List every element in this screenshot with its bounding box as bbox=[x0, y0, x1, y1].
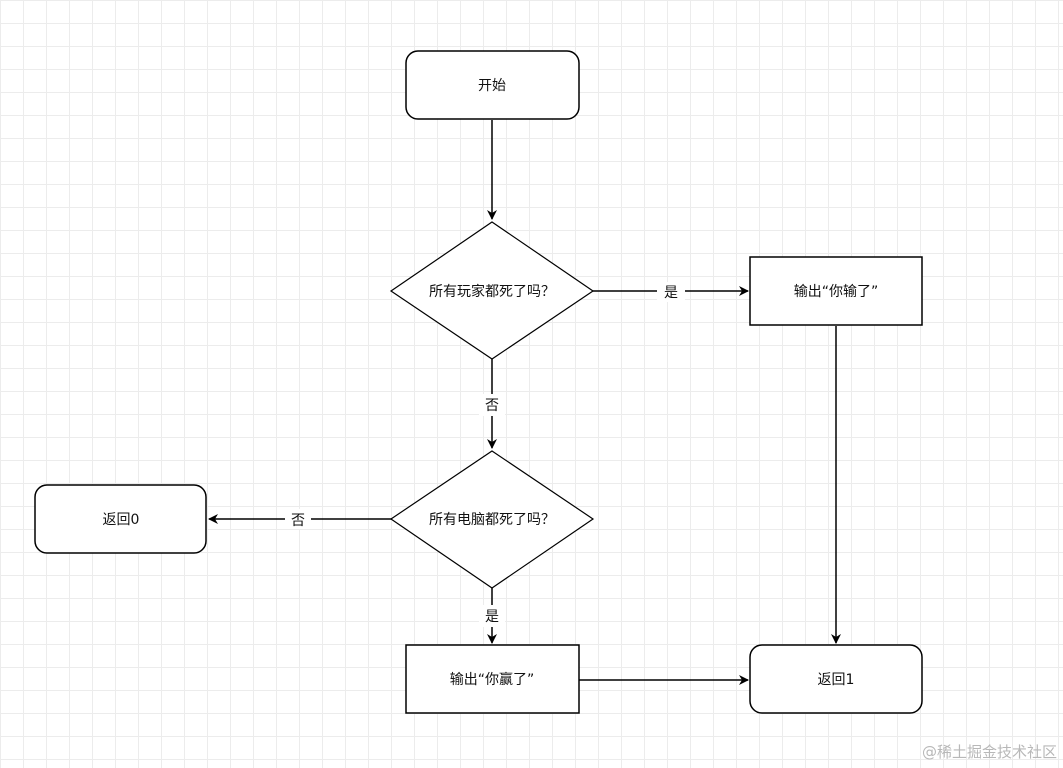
edge-label-computers-no: 否 bbox=[291, 513, 305, 529]
edge-label-players-yes: 是 bbox=[664, 285, 678, 301]
watermark: @稀土掘金技术社区 bbox=[921, 743, 1057, 761]
node-start: 开始 bbox=[405, 50, 580, 120]
edges bbox=[208, 120, 841, 685]
node-output-lose: 输出“你输了” bbox=[749, 256, 923, 326]
node-output-win: 输出“你赢了” bbox=[405, 644, 580, 714]
node-return-0: 返回0 bbox=[34, 484, 207, 554]
decision-players-dead: 所有玩家都死了吗？ bbox=[389, 221, 595, 360]
edge-labels: 是 否 否 是 bbox=[285, 282, 685, 627]
decision-computers-dead-label: 所有电脑都死了吗？ bbox=[429, 512, 555, 528]
decision-players-dead-label: 所有玩家都死了吗？ bbox=[429, 283, 555, 300]
decision-computers-dead: 所有电脑都死了吗？ bbox=[389, 450, 595, 589]
edge-label-players-no: 否 bbox=[485, 398, 499, 414]
edge-label-computers-yes: 是 bbox=[485, 609, 499, 625]
node-return-0-label: 返回0 bbox=[103, 512, 140, 528]
node-return-1-label: 返回1 bbox=[818, 672, 855, 688]
node-return-1: 返回1 bbox=[749, 644, 923, 714]
node-start-label: 开始 bbox=[478, 78, 506, 94]
node-output-lose-label: 输出“你输了” bbox=[794, 284, 879, 300]
node-output-win-label: 输出“你赢了” bbox=[450, 671, 535, 688]
